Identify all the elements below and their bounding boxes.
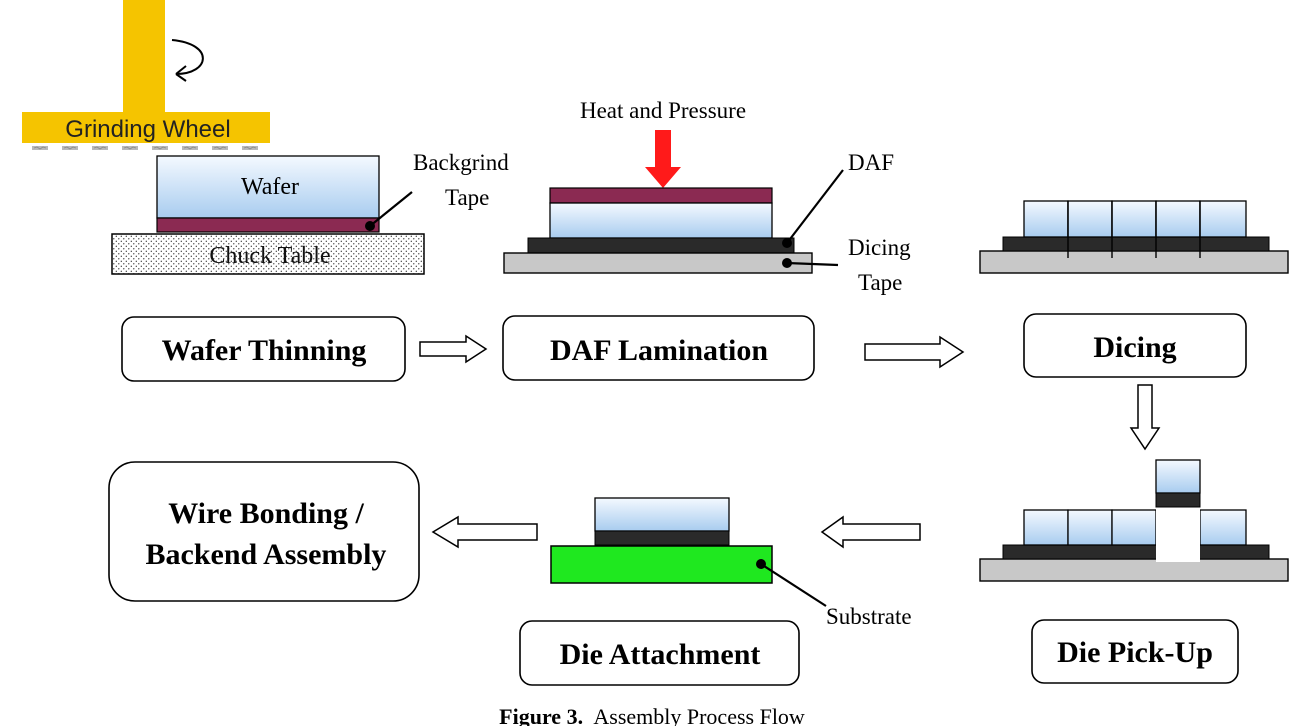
figure-number: Figure 3. xyxy=(499,704,583,726)
heat-and-pressure-label: Heat and Pressure xyxy=(580,98,746,123)
substrate xyxy=(550,545,773,584)
hollow-arrow-icon xyxy=(431,515,538,549)
step-label-line1: Wire Bonding / xyxy=(168,497,364,530)
step-box xyxy=(1031,619,1239,684)
substrate-label: Substrate xyxy=(826,604,912,629)
step-box xyxy=(502,315,815,381)
wafer-label: Wafer xyxy=(241,174,299,200)
hollow-arrow-icon xyxy=(1129,384,1161,451)
step-box xyxy=(108,461,420,602)
substrate-marker xyxy=(756,559,766,569)
step-box xyxy=(1023,313,1247,378)
pickup-gap xyxy=(1156,508,1200,562)
dicing-base-tape xyxy=(979,250,1289,274)
step-dicing: Dicing xyxy=(1023,313,1247,378)
step-label: Die Pick-Up xyxy=(1057,636,1213,669)
die-pick-up-illustration xyxy=(979,459,1289,582)
grinding-wheel xyxy=(22,112,270,143)
daf-wafer xyxy=(549,202,773,239)
wafer-thinning-illustration: Grinding Wheel Wafer Chuck Table Backgri… xyxy=(22,0,509,275)
figure-caption: Figure 3. Assembly Process Flow xyxy=(499,704,805,726)
picked-die-daf xyxy=(1155,492,1201,508)
backgrind-tape-marker xyxy=(365,221,375,231)
grinding-wheel-shaft xyxy=(123,0,165,112)
step-label: Wafer Thinning xyxy=(162,334,367,367)
chuck-table xyxy=(111,233,425,275)
remaining-die xyxy=(1067,509,1113,546)
step-box xyxy=(519,620,800,686)
pickup-daf xyxy=(1002,544,1270,560)
step-box xyxy=(121,316,406,382)
backgrind-tape-label-line2: Tape xyxy=(445,185,489,210)
wafer xyxy=(156,155,380,219)
rotation-arrow-icon xyxy=(171,39,204,75)
remaining-die xyxy=(1199,509,1247,546)
step-wire-bonding: Wire Bonding / Backend Assembly xyxy=(108,461,420,602)
step-label: Dicing xyxy=(1093,331,1176,364)
substrate-leader xyxy=(760,563,827,607)
attached-die-daf xyxy=(594,530,730,546)
grinding-wheel-label: Grinding Wheel xyxy=(65,116,230,143)
step-label-line2: Backend Assembly xyxy=(146,538,387,571)
chuck-table-label: Chuck Table xyxy=(209,243,330,269)
dicing-tape-marker xyxy=(782,258,792,268)
daf-lamination-illustration: Heat and Pressure DAF Dicing Tape xyxy=(503,98,911,295)
backgrind-tape xyxy=(156,217,380,233)
step-die-pick-up: Die Pick-Up xyxy=(1031,619,1239,684)
step-label: DAF Lamination xyxy=(550,334,768,367)
diced-die xyxy=(1111,200,1157,238)
diced-die xyxy=(1155,200,1201,238)
dicing-tape-label-line2: Tape xyxy=(858,270,902,295)
backgrind-tape-leader xyxy=(369,191,413,227)
down-arrow-icon xyxy=(645,130,681,188)
step-daf-lamination: DAF Lamination xyxy=(502,315,815,381)
figure-title: Assembly Process Flow xyxy=(593,704,805,726)
step-die-attachment: Die Attachment xyxy=(519,620,800,686)
dicing-illustration xyxy=(979,200,1289,274)
step-label: Die Attachment xyxy=(560,638,761,671)
attached-die xyxy=(594,497,730,532)
diced-die xyxy=(1199,200,1247,238)
remaining-die xyxy=(1023,509,1069,546)
grinding-wheel-abrasive xyxy=(22,143,270,152)
daf-marker xyxy=(782,238,792,248)
hollow-arrow-icon xyxy=(419,334,488,364)
pickup-base-tape xyxy=(979,558,1289,582)
picked-die xyxy=(1155,459,1201,494)
remaining-die xyxy=(1111,509,1157,546)
hollow-arrow-icon xyxy=(820,515,921,549)
dicing-daf xyxy=(1002,236,1270,252)
hollow-arrow-icon xyxy=(864,335,965,369)
daf-label: DAF xyxy=(848,150,894,175)
diced-die xyxy=(1067,200,1113,238)
dicing-tape-label-line1: Dicing xyxy=(848,235,911,260)
rotation-arrow-head xyxy=(175,65,187,82)
daf-leader xyxy=(786,169,844,244)
dicing-tape xyxy=(503,252,813,274)
diced-die xyxy=(1023,200,1069,238)
daf-tape-top xyxy=(549,187,773,204)
step-wafer-thinning: Wafer Thinning xyxy=(121,316,406,382)
daf-layer xyxy=(527,237,795,254)
backgrind-tape-label-line1: Backgrind xyxy=(413,150,509,175)
dicing-tape-leader xyxy=(786,261,839,267)
die-attachment-illustration: Substrate xyxy=(550,497,912,629)
